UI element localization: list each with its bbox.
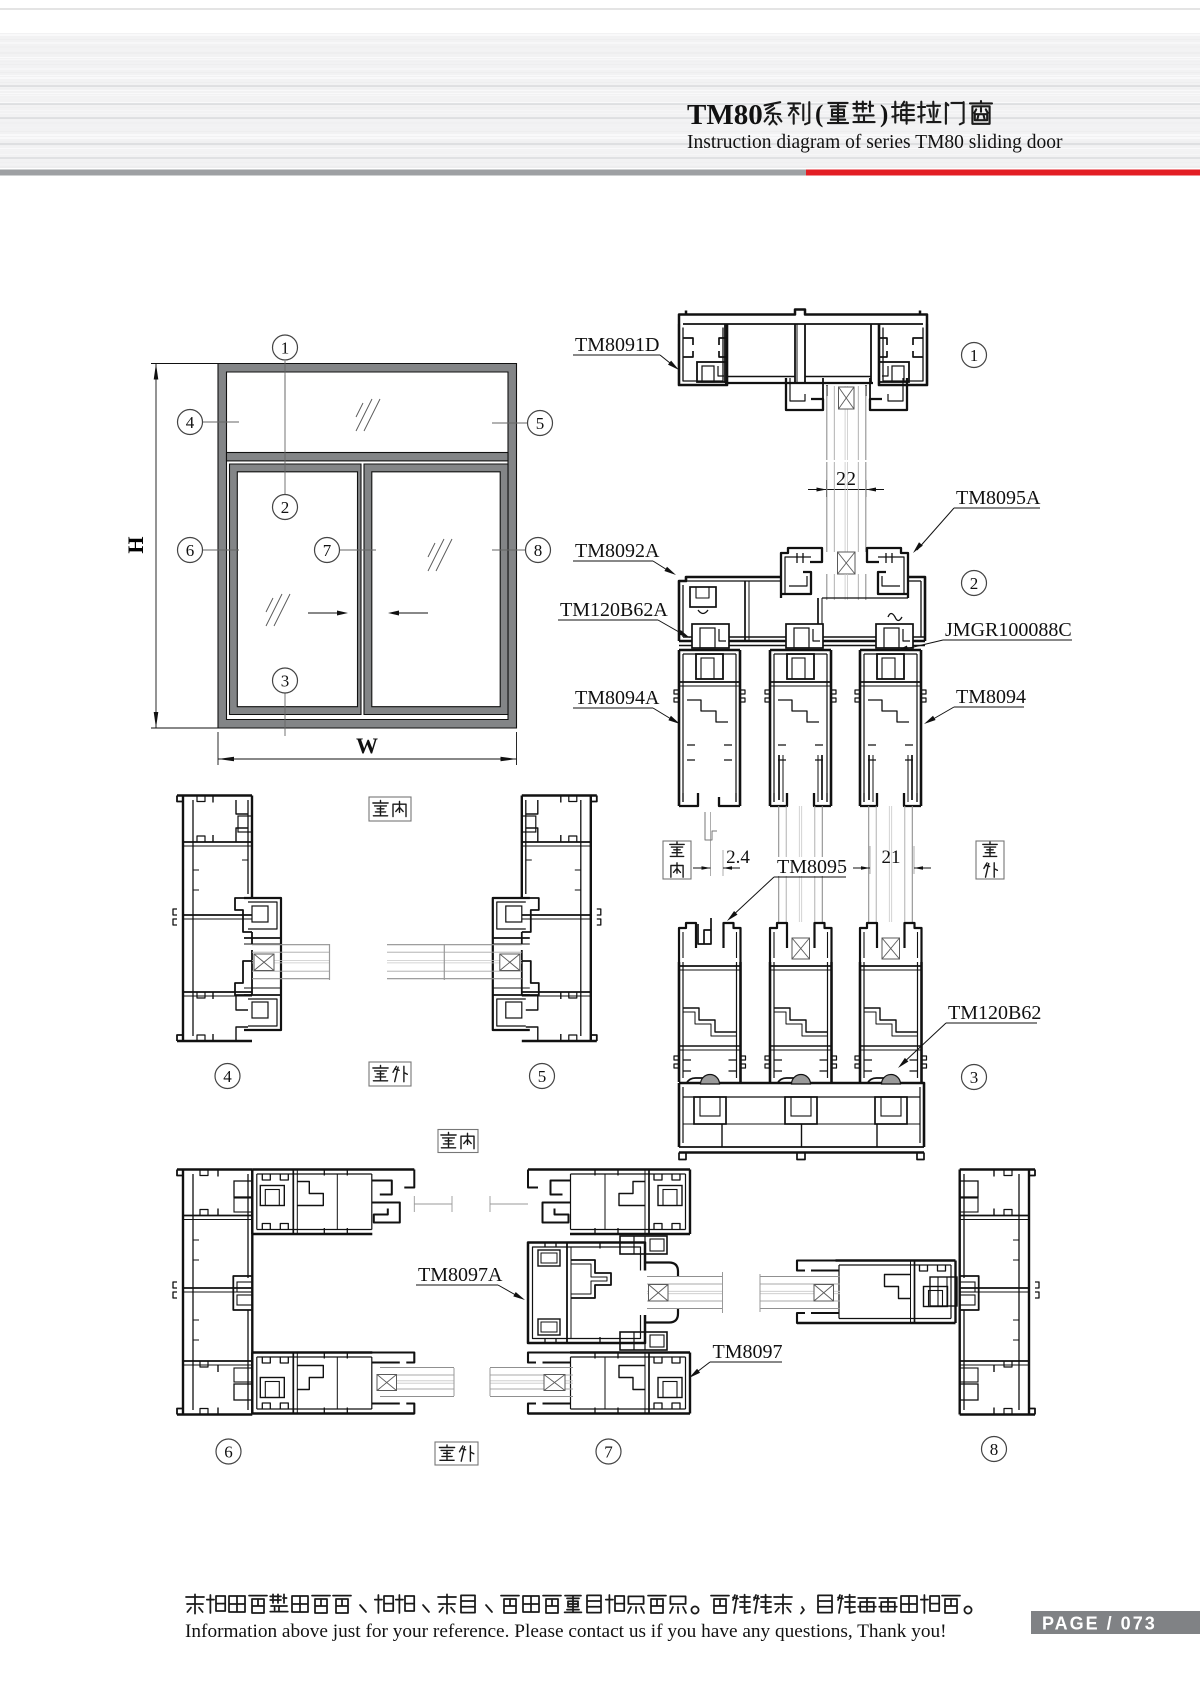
svg-text:Instruction diagram of series: Instruction diagram of series TM80 slidi…: [687, 132, 1063, 153]
svg-text:8: 8: [990, 1440, 999, 1459]
svg-text:TM120B62: TM120B62: [948, 1002, 1041, 1024]
svg-text:21: 21: [882, 847, 901, 868]
svg-text:TM8094: TM8094: [956, 686, 1026, 708]
svg-text:22: 22: [836, 468, 856, 490]
svg-text:4: 4: [186, 413, 195, 432]
svg-text:W: W: [356, 733, 378, 758]
svg-text:7: 7: [604, 1443, 613, 1462]
svg-text:6: 6: [186, 541, 195, 560]
svg-text:TM8094A: TM8094A: [575, 687, 660, 709]
svg-text:H: H: [123, 536, 148, 553]
svg-text:1: 1: [281, 339, 290, 358]
svg-text:8: 8: [534, 541, 543, 560]
svg-text:3: 3: [281, 672, 290, 691]
svg-text:TM8092A: TM8092A: [575, 540, 660, 562]
svg-text:2: 2: [970, 574, 979, 593]
svg-text:4: 4: [223, 1067, 232, 1086]
svg-text:TM8097: TM8097: [713, 1341, 783, 1363]
svg-text:6: 6: [224, 1443, 233, 1462]
svg-text:1: 1: [970, 346, 979, 365]
svg-text:3: 3: [970, 1068, 979, 1087]
svg-text:TM8091D: TM8091D: [575, 334, 659, 356]
svg-text:TM8095: TM8095: [777, 856, 847, 878]
svg-text:TM80: TM80: [687, 99, 763, 131]
svg-text:Information above just for you: Information above just for your referenc…: [185, 1621, 947, 1642]
svg-text:TM120B62A: TM120B62A: [560, 599, 668, 621]
svg-text:2: 2: [281, 498, 290, 517]
svg-text:TM8097A: TM8097A: [418, 1264, 503, 1286]
svg-text:): ): [880, 101, 888, 128]
svg-text:2.4: 2.4: [726, 847, 750, 868]
svg-text:7: 7: [323, 541, 332, 560]
svg-text:PAGE / 073: PAGE / 073: [1042, 1614, 1157, 1634]
svg-text:JMGR100088C: JMGR100088C: [945, 619, 1072, 641]
svg-text:TM8095A: TM8095A: [956, 487, 1041, 509]
svg-text:5: 5: [536, 414, 545, 433]
svg-text:(: (: [815, 101, 823, 128]
svg-text:5: 5: [538, 1067, 547, 1086]
